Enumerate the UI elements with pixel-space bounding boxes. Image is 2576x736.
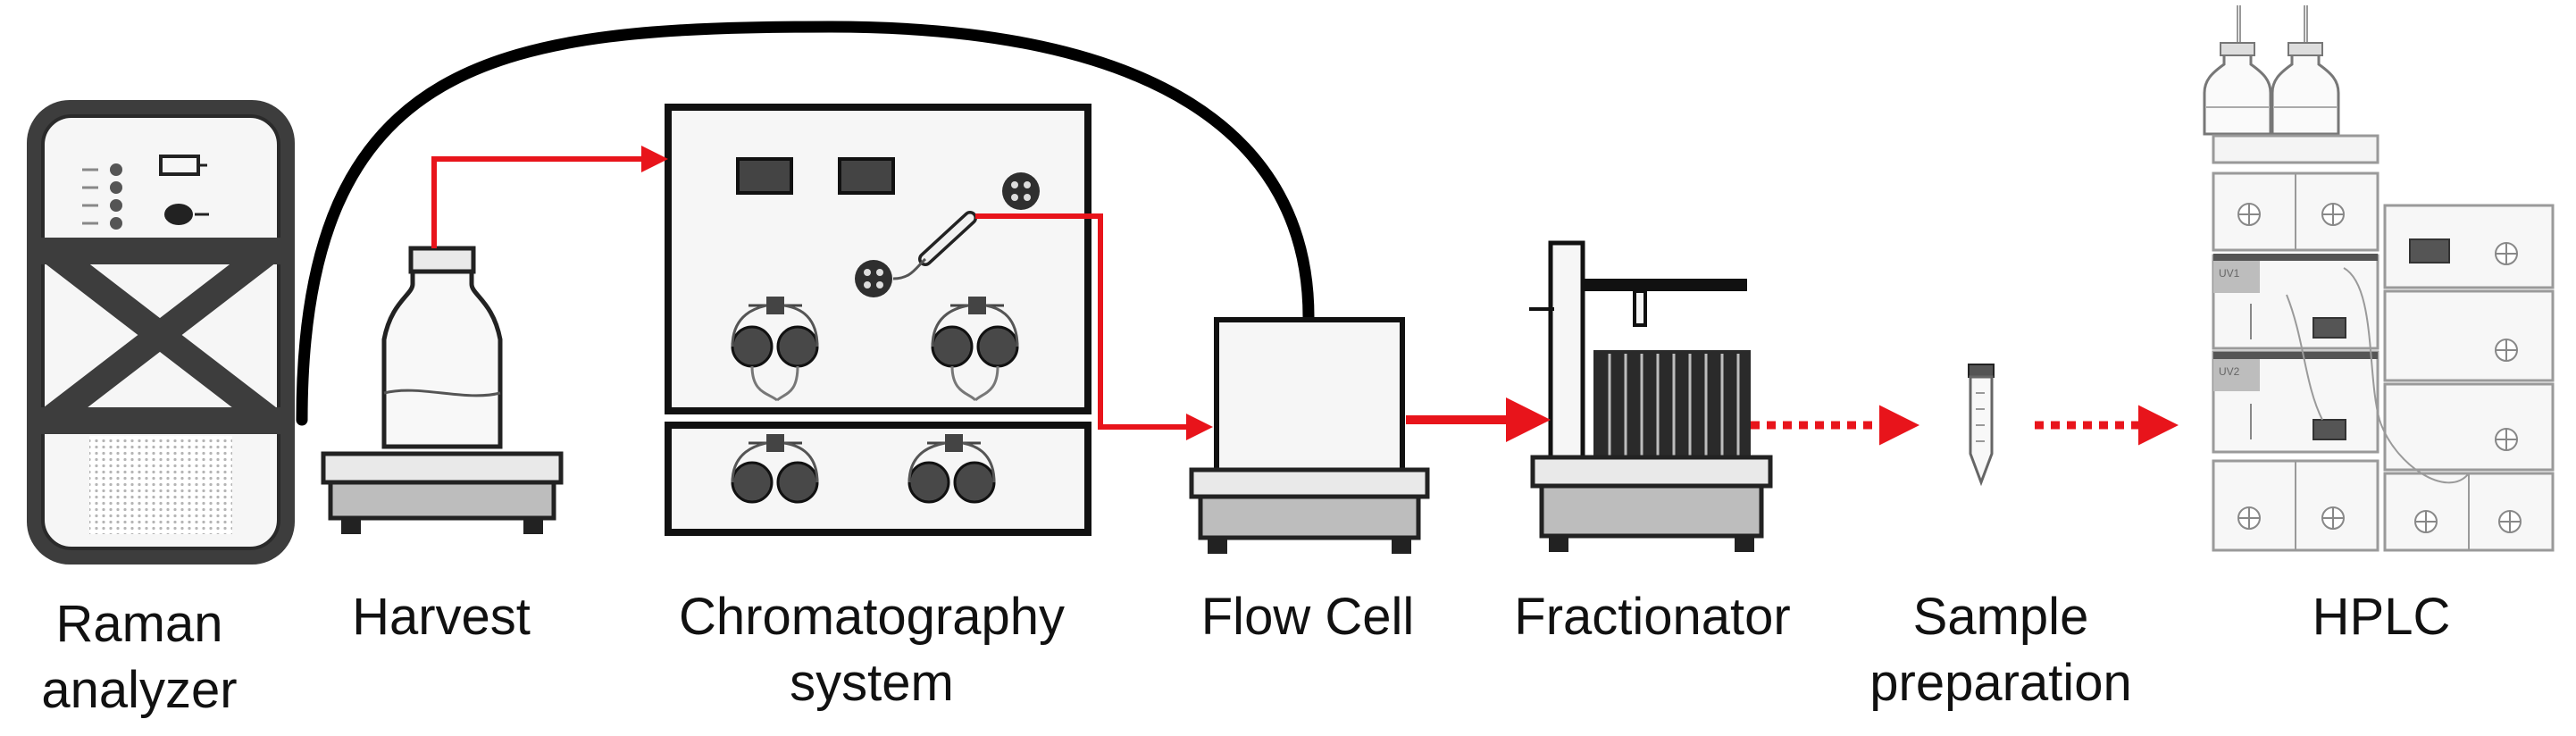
chromatography-system-icon <box>665 104 1091 536</box>
label-sample-line1: Sample <box>1913 588 2089 646</box>
fractionator-icon <box>1529 240 1773 552</box>
label-fractionator: Fractionator <box>1514 588 1790 646</box>
hplc-stack-icon: UV1 UV2 <box>2203 5 2555 552</box>
label-harvest: Harvest <box>352 588 531 646</box>
label-chromatography-line2: system <box>790 654 954 712</box>
label-sample-line2: preparation <box>1869 654 2131 712</box>
label-hplc: HPLC <box>2313 588 2451 646</box>
label-raman-line2: analyzer <box>41 661 237 719</box>
label-flow-cell: Flow Cell <box>1201 588 1415 646</box>
label-raman-line1: Raman <box>56 595 223 653</box>
hplc-uv1-label: UV1 <box>2219 267 2240 280</box>
data-cable <box>296 21 1315 426</box>
arrow-harvest-to-chromatography <box>431 146 668 248</box>
harvest-bottle-icon <box>321 246 564 534</box>
hplc-uv2-label: UV2 <box>2219 365 2240 378</box>
label-chromatography-line1: Chromatography <box>679 588 1065 646</box>
raman-analyzer-icon <box>27 100 295 565</box>
arrow-chromatography-to-flowcell <box>975 213 1213 440</box>
sample-tube-icon <box>1968 364 1995 487</box>
flow-arrows <box>431 146 2179 446</box>
flow-cell-icon <box>1189 317 1430 554</box>
